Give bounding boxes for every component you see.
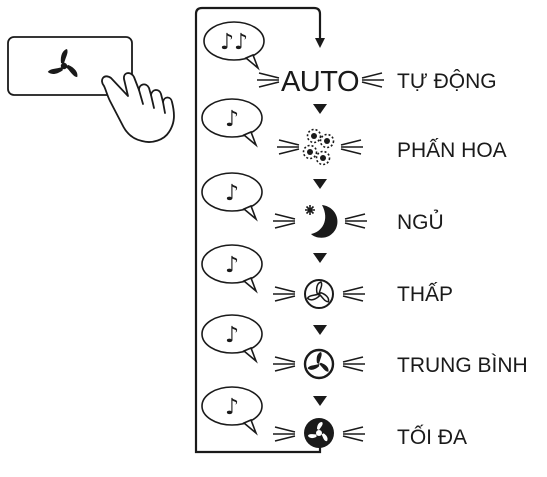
glow-rays-right <box>342 356 365 372</box>
glow-rays-left <box>273 426 296 442</box>
pollen-icon <box>302 128 335 166</box>
step-arrow <box>313 325 327 335</box>
beep-bubble: ♪ <box>201 244 263 294</box>
step-arrow <box>313 104 327 114</box>
mode-row: ♪ NGỦ <box>201 172 444 238</box>
mode-row: ♪ PHẤN HOA <box>201 98 507 166</box>
fan-medium-icon <box>303 348 335 380</box>
beep-bubble: ♪ <box>201 314 263 364</box>
mode-label-medium: TRUNG BÌNH <box>397 354 528 377</box>
beep-note: ♪ <box>225 395 239 420</box>
fan-icon <box>47 49 78 78</box>
mode-label-max: TỐI ĐA <box>397 425 467 449</box>
beep-bubble: ♪ <box>201 386 263 436</box>
glow-rays-right <box>361 72 384 88</box>
step-arrow <box>313 179 327 189</box>
mode-row: ♪ TỐI ĐA <box>201 386 467 449</box>
glow-rays-left <box>277 139 300 155</box>
mode-label-auto: TỰ ĐỘNG <box>397 70 497 93</box>
glow-rays-left <box>273 213 296 229</box>
hand-pointer-icon <box>101 72 175 143</box>
auto-indicator: AUTO <box>281 66 359 98</box>
glow-rays-left <box>273 356 296 372</box>
beep-note: ♪♪ <box>220 30 248 55</box>
fan-max-icon <box>304 418 334 448</box>
beep-note: ♪ <box>225 181 239 206</box>
step-arrow <box>313 253 327 263</box>
beep-bubble: ♪♪ <box>203 21 265 71</box>
glow-rays-right <box>344 213 367 229</box>
beep-bubble: ♪ <box>201 172 263 222</box>
fan-low-icon <box>304 279 334 309</box>
glow-rays-left <box>273 286 296 302</box>
mode-row: ♪ THẤP <box>201 244 453 309</box>
mode-label-low: THẤP <box>397 283 453 306</box>
glow-rays-right <box>342 286 365 302</box>
beep-note: ♪ <box>225 253 239 278</box>
glow-rays-right <box>340 139 363 155</box>
sleep-moon-icon <box>305 205 338 238</box>
mode-label-sleep: NGỦ <box>397 210 444 234</box>
cycle-loop-arrow <box>194 6 325 454</box>
glow-rays-left <box>257 72 280 88</box>
step-arrows <box>313 104 327 406</box>
mode-button[interactable] <box>7 36 133 96</box>
glow-rays-right <box>342 426 365 442</box>
beep-bubble: ♪ <box>201 98 263 148</box>
mode-row: ♪♪ AUTO TỰ ĐỘNG <box>203 21 497 98</box>
step-arrow <box>313 396 327 406</box>
beep-note: ♪ <box>225 107 239 132</box>
beep-note: ♪ <box>225 323 239 348</box>
mode-label-pollen: PHẤN HOA <box>397 139 507 162</box>
mode-row: ♪ TRUNG BÌNH <box>201 314 528 380</box>
